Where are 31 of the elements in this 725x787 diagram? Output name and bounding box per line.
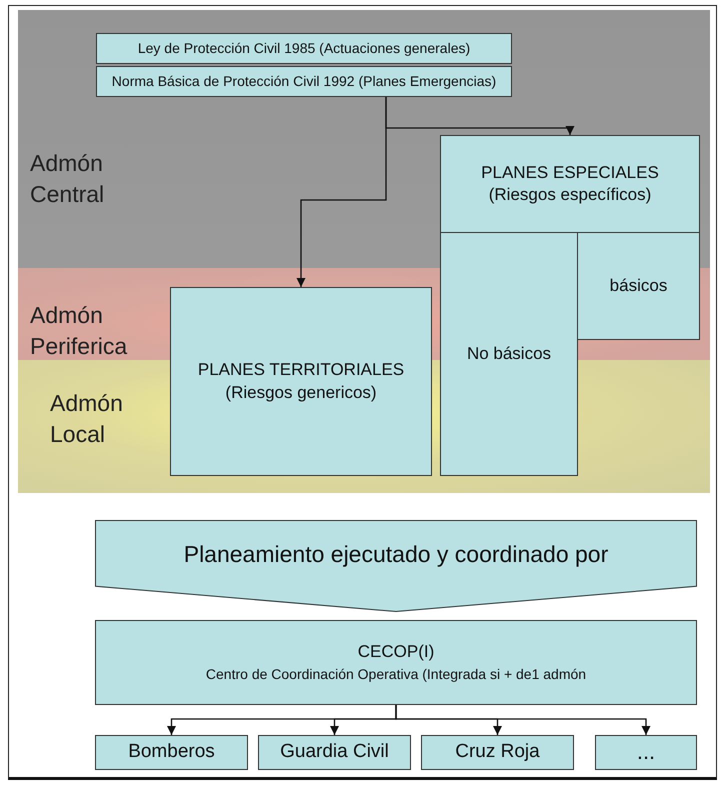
process-box — [95, 735, 248, 770]
process-box — [440, 232, 578, 476]
box-text: Guardia Civil — [280, 740, 389, 764]
process-box — [95, 620, 697, 705]
box-text: ... — [636, 738, 656, 766]
box-text: Bomberos — [128, 740, 215, 764]
box-text: Ley de Protección Civil 1985 (Actuaciones generales) — [138, 39, 470, 58]
process-box — [440, 135, 700, 233]
box-subtext: Centro de Coordinación Operativa (Integrada si + de1 admón — [206, 665, 586, 684]
arrow — [385, 97, 575, 135]
box-text: CECOP(I) — [358, 641, 434, 664]
chevron-arrow-shape — [95, 520, 697, 612]
process-box — [96, 33, 512, 64]
chevron-text: Planeamiento ejecutado y coordinado por — [184, 540, 608, 568]
process-box — [170, 287, 432, 476]
box-text: Cruz Roja — [455, 740, 540, 764]
band-label: Admón Periferica — [30, 301, 128, 361]
process-box — [96, 66, 512, 97]
band-label: Admón Central — [30, 149, 106, 209]
process-box — [595, 735, 697, 770]
box-text: Norma Básica de Protección Civil 1992 (Planes Emergencias) — [112, 72, 496, 91]
process-box — [577, 232, 700, 340]
box-text: PLANES TERRITORIALES (Riesgos genericos) — [196, 359, 406, 404]
band-region — [18, 10, 710, 268]
process-box — [258, 735, 411, 770]
box-text: No básicos — [466, 342, 552, 365]
box-text: básicos — [610, 274, 668, 297]
process-box — [421, 735, 574, 770]
arrow — [395, 705, 651, 735]
band-label: Admón Local — [50, 389, 124, 449]
box-text: PLANES ESPECIALES (Riesgos específicos) — [480, 162, 660, 206]
